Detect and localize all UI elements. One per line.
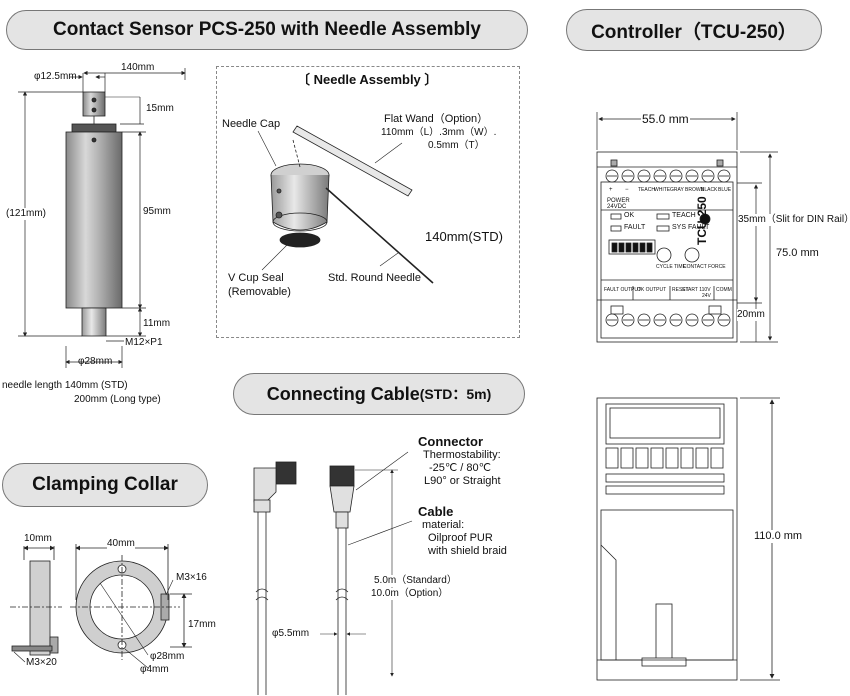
power-v-label: 24VDC [607,204,627,210]
cable-spec-title: Cable [418,504,454,519]
flat-wand-label: Flat Wand（Option） [384,113,489,125]
needle-assembly-drawing [257,125,434,284]
led-teach-label: TEACH [672,212,696,219]
controller-title: Controller（TCU-250） [566,9,822,51]
sensor-title: Contact Sensor PCS-250 with Needle Assem… [6,10,528,50]
vcup-label-1: V Cup Seal [228,272,284,284]
cable-line1: material: [422,519,465,531]
controller-110-label: 110.0 mm [754,530,803,544]
led-fault-label: FAULT [624,224,646,231]
controller-slit-label: 35mm（Slit for DIN Rail） [738,214,850,226]
collar-dia4-label: φ4mm [140,664,169,675]
controller-width-label: 55.0 mm [642,112,689,126]
term-blue: BLUE [718,187,732,193]
needle-assembly-box [216,66,520,338]
collar-title: Clamping Collar [2,463,208,507]
collar-40-label: 40mm [107,538,135,550]
term-brown: BROWN [685,187,705,193]
cable-title-std: (STD：5m) [419,386,492,402]
needle-length-line2: 200mm (Long type) [74,394,161,405]
contact-force-label: CONTACT FORCE [683,264,726,270]
fault-output-label: FAULT OUTPUT [604,287,642,293]
term-white: WHITE [654,187,671,193]
term-teach: TEACH [638,187,655,193]
led-ok-label: OK [624,212,635,219]
term-minus: − [625,187,629,193]
collar-m3x20-label: M3×20 [26,657,57,668]
cable-dia-label: φ5.5mm [272,628,310,639]
sensor-dia28-label: φ28mm [78,356,113,367]
connector-line1: Thermostability: [423,449,501,461]
term-plus: + [609,187,613,193]
sensor-121-label: (121mm) [6,208,47,220]
sensor-11-label: 11mm [143,318,171,329]
power-label: POWER [607,198,630,204]
led-sysfault-label: SYS FAULT [672,224,710,231]
needle-length-line1: needle length 140mm (STD) [2,380,128,391]
collar-10-label: 10mm [24,533,52,544]
cycle-time-label: CYCLE TIME [656,264,686,270]
sensor-dia-label: φ12.5mm [34,71,77,82]
cable-length-1: 5.0m（Standard） [374,575,457,587]
round-needle-label: Std. Round Needle [328,272,421,284]
cable-title-main: Connecting Cable [266,383,420,404]
collar-drawing [10,544,192,669]
controller-model: TCU-250 [695,196,709,245]
sensor-140-label: 140mm [121,62,155,73]
sensor-95-label: 95mm [143,206,171,218]
controller-20-label: 20mm [737,309,765,321]
reset-label: RESET [672,287,689,293]
comm-label: COMM [716,287,732,293]
sensor-drawing [65,91,140,337]
flat-wand-dim2: 0.5mm（T） [428,140,485,151]
needle-cap-label: Needle Cap [222,118,281,130]
connector-line3: L90° or Straight [424,475,501,487]
term-black: BLACK [701,187,718,193]
sensor-15-label: 15mm [146,103,174,114]
controller-bottom-terminals [605,313,731,327]
controller-front-dimensions [596,112,778,343]
term-gray: GRAY [670,187,684,193]
start-label: START 110V [682,287,711,293]
controller-side-drawing [596,397,780,681]
vcup-label-2: (Removable) [228,286,291,298]
collar-m3x16-label: M3×16 [176,572,207,583]
connector-line2: -25℃ / 80℃ [429,462,492,474]
collar-dia28-label: φ28mm [150,651,185,662]
cable-title: Connecting Cable (STD：5m) [233,373,525,415]
controller-front-drawing [596,151,738,343]
cable-length-2: 10.0m（Option） [371,588,449,600]
controller-top-terminals [605,169,731,183]
flat-wand-dim1: 110mm（L）.3mm（W）. [381,127,497,138]
sensor-dimension-lines [18,68,186,368]
v24-label: 24V [702,293,711,299]
ok-output-label: OK OUTPUT [637,287,667,293]
sensor-thread-label: M12×P1 [125,337,163,348]
collar-17-label: 17mm [188,619,216,630]
connector-title: Connector [418,434,483,449]
cable-line3: with shield braid [428,545,507,557]
controller-75-label: 75.0 mm [776,247,819,259]
cable-line2: Oilproof PUR [428,532,493,544]
cable-drawing [253,451,413,695]
needle-140-label: 140mm(STD) [425,229,504,244]
needle-assembly-title: 〔 Needle Assembly 〕 [297,72,438,87]
